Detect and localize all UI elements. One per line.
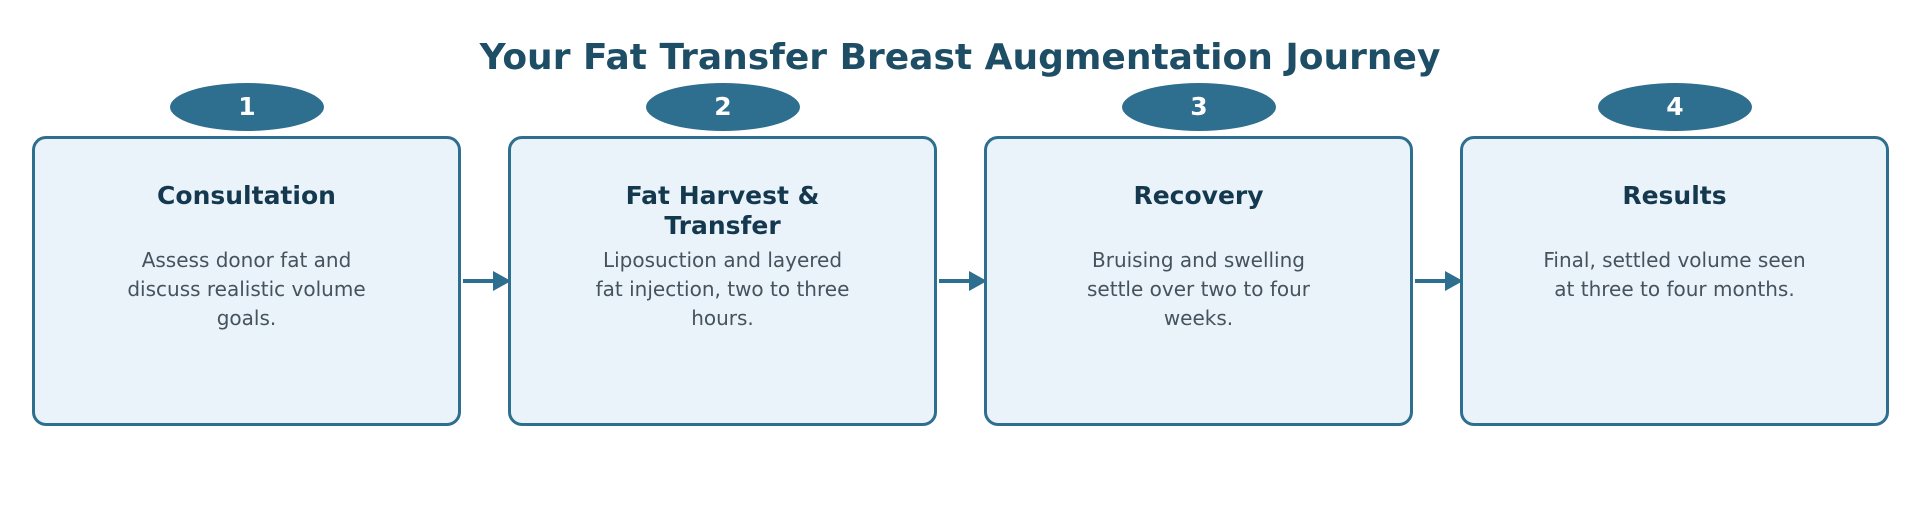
step-title: Fat Harvest & Transfer (625, 181, 820, 240)
step-title: Results (1622, 181, 1727, 210)
step-card-fat-harvest-transfer: Fat Harvest & Transfer Liposuction and l… (508, 136, 937, 426)
step-number-badge: 2 (646, 83, 800, 131)
step-title: Recovery (1133, 181, 1264, 210)
step-number-badge: 1 (170, 83, 324, 131)
step-card-consultation: Consultation Assess donor fat and discus… (32, 136, 461, 426)
step-description: Liposuction and layered fat injection, t… (595, 248, 850, 330)
step-description: Assess donor fat and discuss realistic v… (127, 248, 366, 330)
step-description: Bruising and swelling settle over two to… (1087, 248, 1310, 330)
page-title: Your Fat Transfer Breast Augmentation Jo… (479, 37, 1441, 78)
arrow-right-icon (1415, 271, 1463, 291)
step-title: Consultation (157, 181, 336, 210)
step-number-badge: 4 (1598, 83, 1752, 131)
arrow-right-icon (463, 271, 511, 291)
step-card-results: Results Final, settled volume seen at th… (1460, 136, 1889, 426)
step-number-badge: 3 (1122, 83, 1276, 131)
arrow-right-icon (939, 271, 987, 291)
step-description: Final, settled volume seen at three to f… (1543, 248, 1806, 301)
step-card-recovery: Recovery Bruising and swelling settle ov… (984, 136, 1413, 426)
